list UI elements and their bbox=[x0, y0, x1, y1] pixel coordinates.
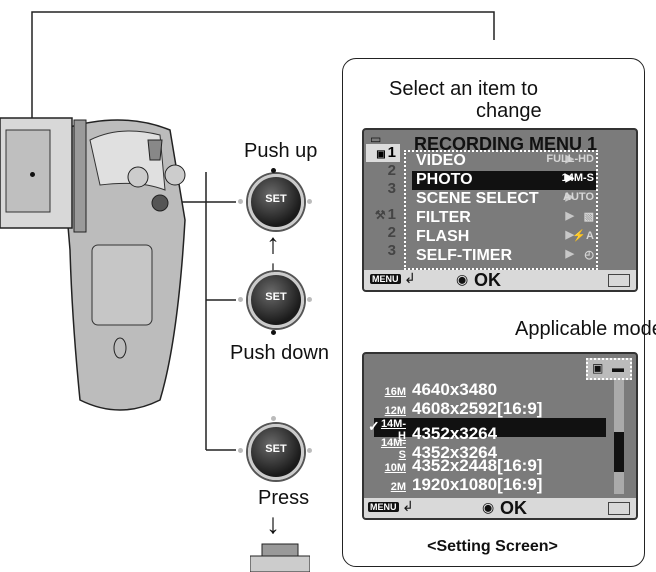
menu-item-photo[interactable]: PHOTO▶14M-S bbox=[412, 171, 596, 190]
dot-up-top bbox=[271, 168, 276, 173]
tab-settings-2[interactable]: 2 bbox=[387, 224, 396, 241]
menu-ok-label[interactable]: OK bbox=[474, 270, 501, 290]
menu-back-icon[interactable]: MENU bbox=[368, 502, 399, 512]
dot-press-right bbox=[307, 448, 312, 453]
select-instruction-line2: change bbox=[476, 100, 542, 122]
applicable-mode-label: Applicable mode bbox=[515, 318, 656, 340]
tab-settings-1[interactable]: ⚒1 bbox=[374, 206, 396, 223]
camera-mode-icon: ▣ bbox=[592, 361, 604, 375]
dot-down-left bbox=[238, 297, 243, 302]
menu-footer: MENU ↲ ◉ OK bbox=[364, 270, 636, 290]
dot-down-bottom bbox=[271, 330, 276, 335]
menu-back-icon[interactable]: MENU bbox=[370, 274, 401, 284]
movie-mode-icon: ▭ bbox=[370, 132, 382, 146]
selection-dotted-frame bbox=[404, 150, 598, 270]
arrow-press-icon: ↓ bbox=[266, 508, 280, 539]
select-instruction-line1: Select an item to bbox=[389, 78, 538, 100]
set-label: SET bbox=[265, 291, 287, 303]
wrench-icon: ⚒ bbox=[374, 208, 386, 222]
setting-screen-caption: <Setting Screen> bbox=[427, 538, 558, 555]
dot-up-left bbox=[238, 199, 243, 204]
set-label: SET bbox=[265, 443, 287, 455]
battery-icon bbox=[608, 502, 630, 515]
menu-item-video[interactable]: VIDEO▶FULL-HD bbox=[416, 152, 594, 169]
tab-photo-2[interactable]: 2 bbox=[387, 162, 396, 179]
push-down-label: Push down bbox=[230, 342, 329, 364]
menu-item-filter[interactable]: FILTER▶▧ bbox=[416, 209, 594, 226]
tab-settings-3[interactable]: 3 bbox=[387, 242, 396, 259]
scrollbar[interactable] bbox=[614, 380, 624, 494]
set-circle-icon: ◉ bbox=[482, 499, 495, 515]
set-button-up[interactable]: SET bbox=[248, 174, 304, 230]
filter-icon: ▧ bbox=[583, 211, 594, 223]
camera-illustration bbox=[0, 117, 186, 411]
press-label: Press bbox=[258, 487, 310, 509]
push-up-label: Push up bbox=[244, 140, 318, 162]
press-button-icon bbox=[250, 543, 310, 572]
setting-footer: MENU ↲ ◉ OK bbox=[364, 498, 636, 518]
camera-icon: ▣ bbox=[376, 149, 386, 160]
set-button-down[interactable]: SET bbox=[248, 272, 304, 328]
tab-photo-1[interactable]: ▣1 bbox=[366, 144, 400, 162]
return-arrow-icon: ↲ bbox=[402, 498, 414, 514]
menu-item-flash[interactable]: FLASH▶⚡A bbox=[416, 228, 594, 245]
check-icon: ✓ bbox=[368, 418, 380, 434]
tab-photo-3[interactable]: 3 bbox=[387, 180, 396, 197]
movie-mode-icon-small: ▬ bbox=[612, 361, 624, 375]
arrow-up-icon: ↑ bbox=[266, 228, 280, 259]
mode-badge: ▣ ▬ bbox=[586, 358, 632, 380]
scrollbar-thumb[interactable] bbox=[614, 432, 624, 472]
set-button-press[interactable]: SET bbox=[248, 424, 304, 480]
battery-icon bbox=[608, 274, 630, 287]
menu-title: RECORDING MENU 1 bbox=[414, 134, 598, 154]
timer-icon: ◴ bbox=[584, 249, 594, 261]
menu-tabs: ▣1 2 3 ⚒1 2 3 bbox=[366, 144, 400, 260]
set-label: SET bbox=[265, 193, 287, 205]
menu-item-scene-select[interactable]: SCENE SELECT▶AUTO bbox=[416, 190, 594, 207]
dot-up-right bbox=[307, 199, 312, 204]
dot-press-top bbox=[271, 416, 276, 421]
return-arrow-icon: ↲ bbox=[404, 270, 416, 286]
camera-pointer-dot bbox=[30, 172, 35, 177]
dot-press-left bbox=[238, 448, 243, 453]
set-circle-icon: ◉ bbox=[456, 271, 469, 287]
recording-menu-screen: ▭ ▣1 2 3 ⚒1 2 3 RECORDING MENU 1 VIDEO▶F… bbox=[362, 128, 638, 292]
menu-item-self-timer[interactable]: SELF-TIMER▶◴ bbox=[416, 247, 594, 264]
setting-ok-label[interactable]: OK bbox=[500, 498, 527, 518]
dot-down-right bbox=[307, 297, 312, 302]
